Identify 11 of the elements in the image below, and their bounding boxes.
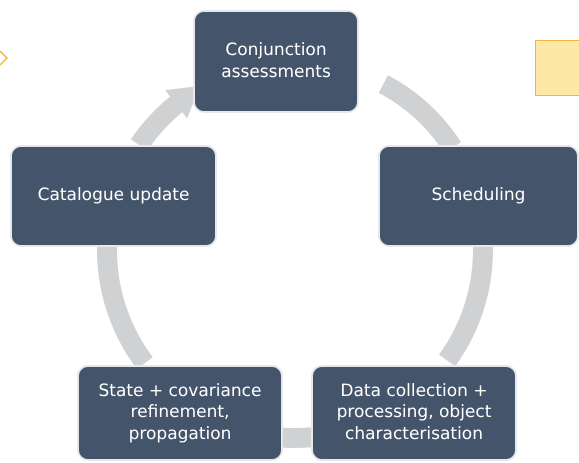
empty-box (535, 40, 579, 96)
node-label: State + covariance refinement, propagation (98, 381, 262, 445)
process-box (10, 145, 217, 247)
process-box (378, 145, 579, 247)
node-label: Catalogue update (38, 185, 190, 207)
node-label: Conjunction assessments (220, 40, 332, 83)
process-box (77, 365, 283, 461)
process-box (311, 365, 517, 461)
node-label: Scheduling (432, 185, 526, 207)
process-box (193, 10, 359, 113)
node-label: Data collection + processing, object characterisation (336, 381, 492, 445)
